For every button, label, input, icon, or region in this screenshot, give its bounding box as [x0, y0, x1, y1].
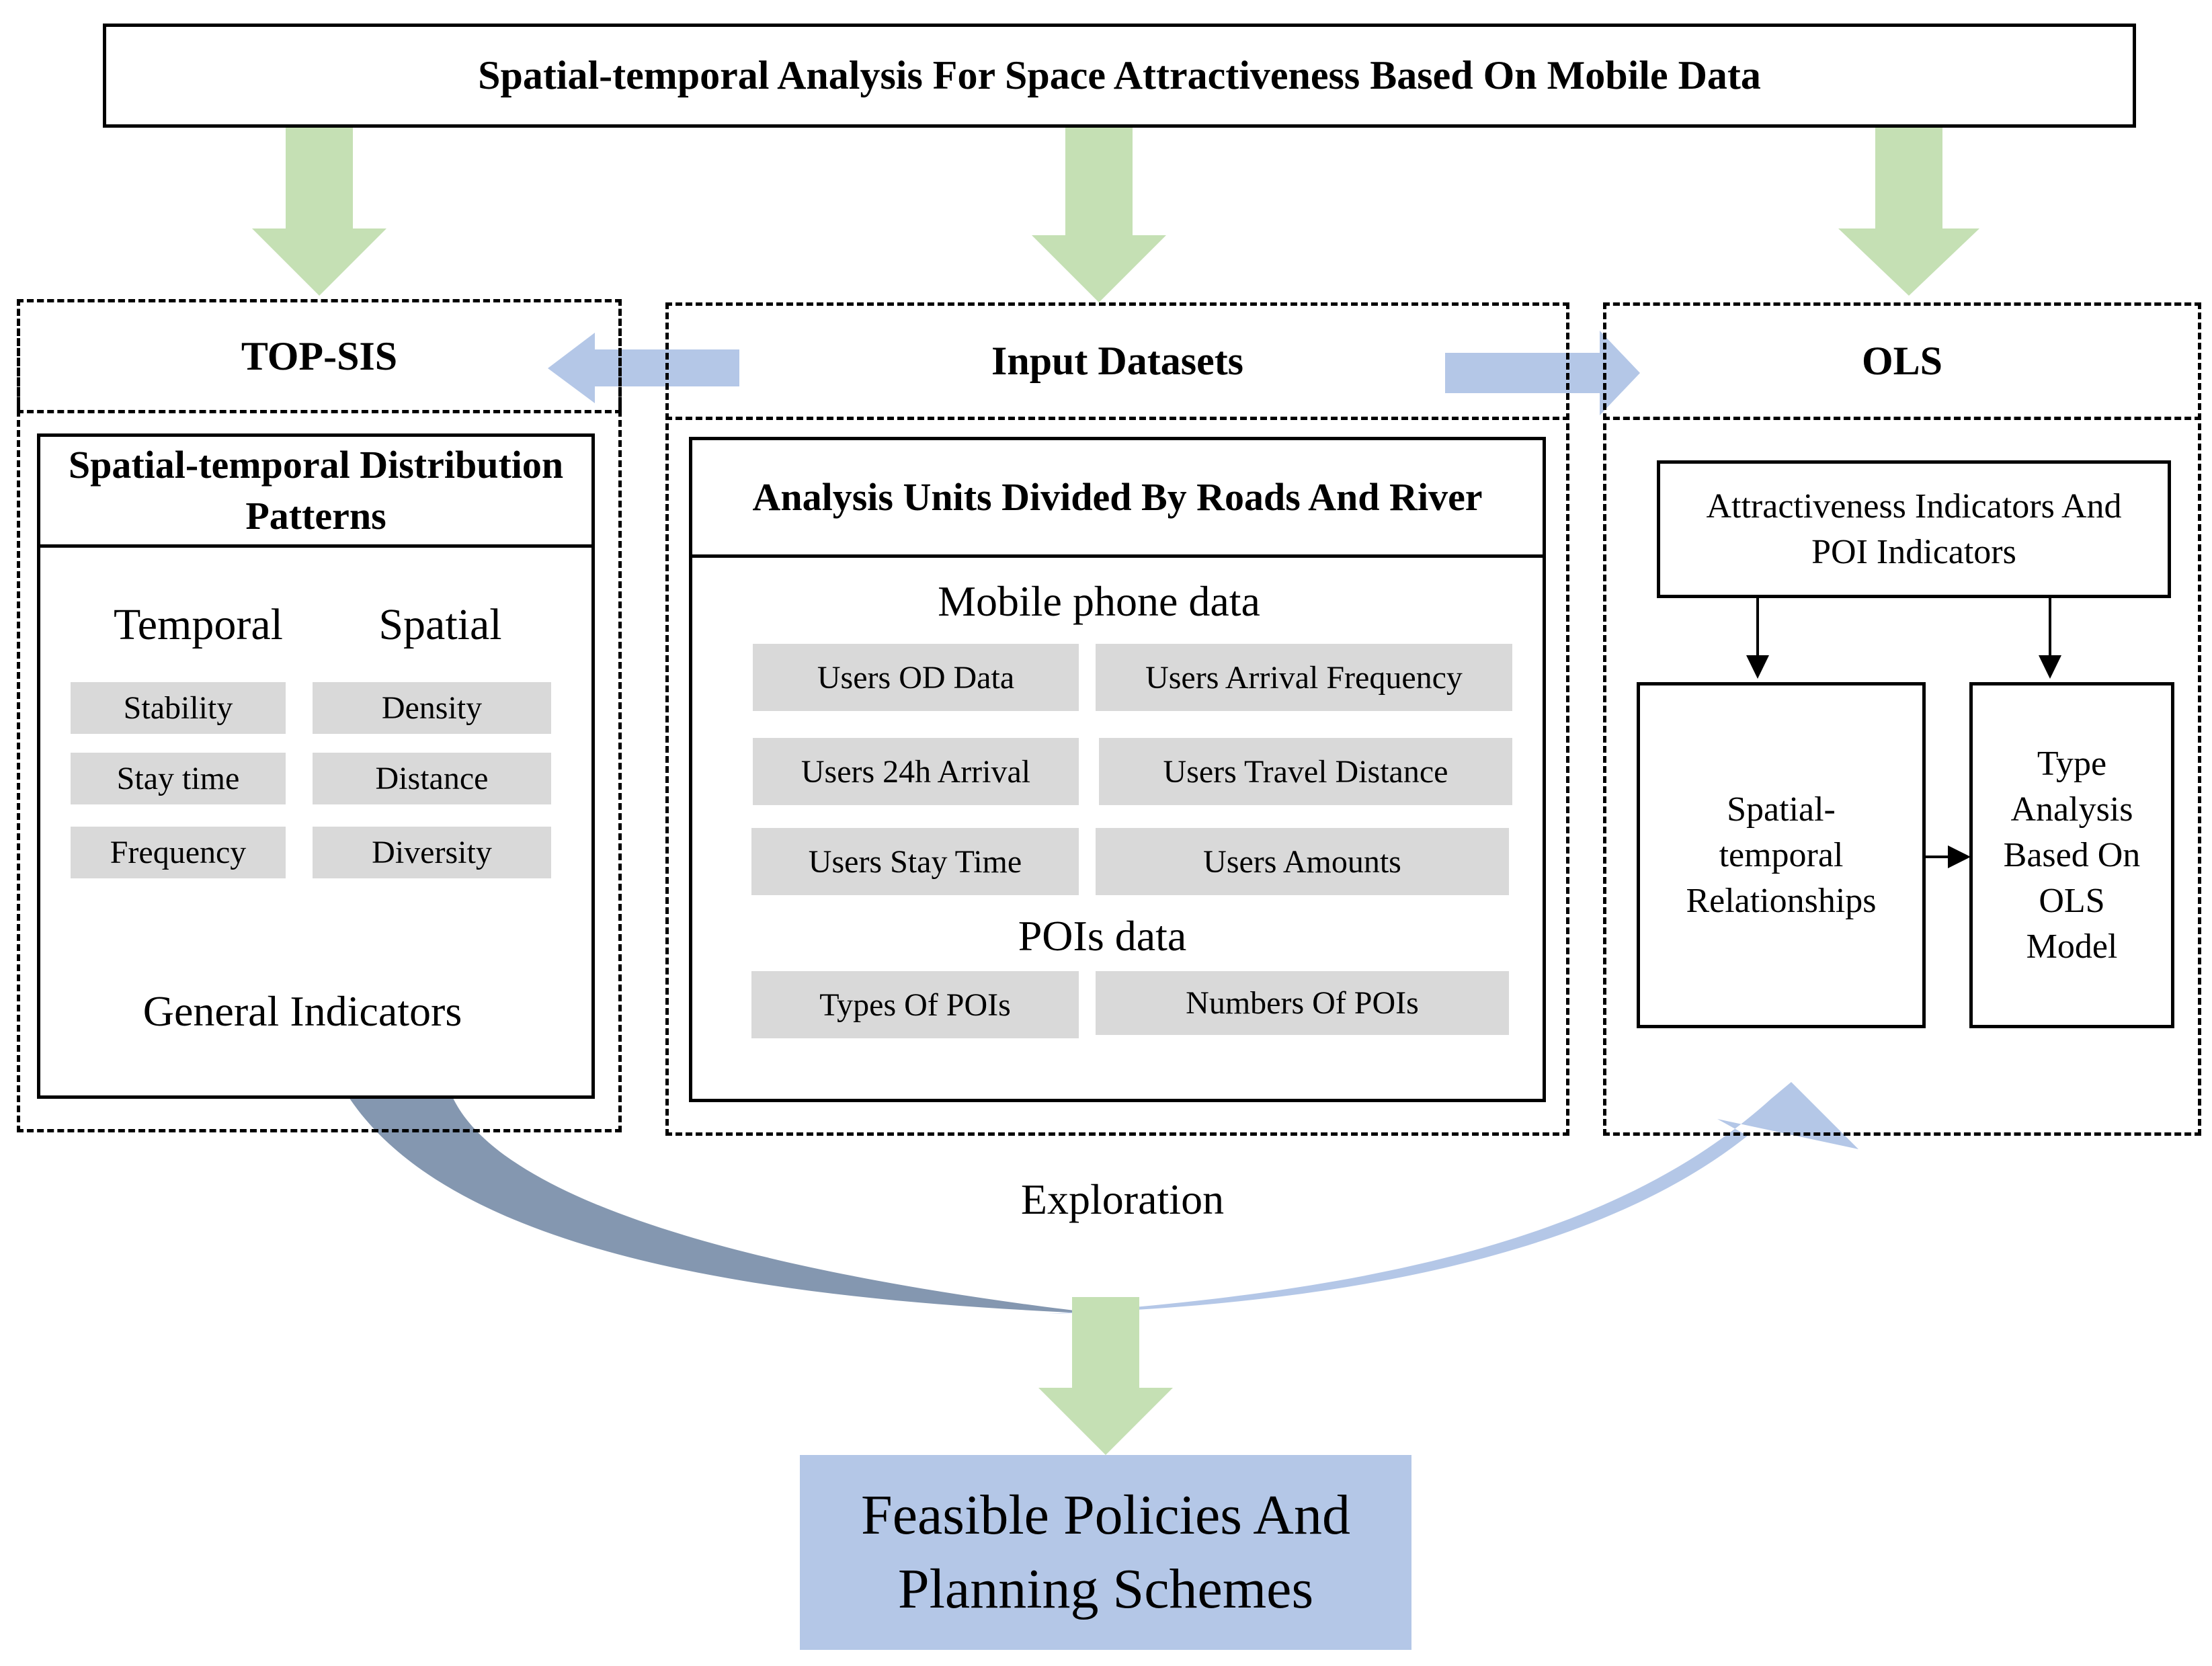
curved-arrow-to-ols	[1049, 1082, 1858, 1314]
relationships-text: Spatial-temporal Relationships	[1686, 790, 1877, 920]
mobile-data-item: Users Amounts	[1096, 828, 1509, 895]
result-box: Feasible Policies And Planning Schemes	[800, 1455, 1411, 1650]
down-arrow-result	[1038, 1297, 1173, 1455]
spatial-item: Density	[313, 682, 551, 734]
ols-header: OLS	[1603, 302, 2201, 420]
input-header: Input Datasets	[665, 302, 1569, 420]
right-arrow-to-ols	[1445, 331, 1640, 415]
temporal-item: Frequency	[71, 827, 286, 878]
ols-indicators-text: Attractiveness Indicators And POI Indica…	[1706, 487, 2122, 571]
temporal-item: Stability	[71, 682, 286, 734]
title-text: Spatial-temporal Analysis For Space Attr…	[478, 53, 1761, 97]
spatial-label: Spatial	[378, 600, 502, 649]
ols-indicators-box: Attractiveness Indicators And POI Indica…	[1657, 460, 2171, 598]
result-text: Feasible Policies And Planning Schemes	[861, 1484, 1350, 1620]
mobile-phone-data-label: Mobile phone data	[938, 577, 1260, 625]
mobile-data-item: Users 24h Arrival	[753, 738, 1079, 805]
input-box-title: Analysis Units Divided By Roads And Rive…	[692, 440, 1543, 558]
pois-data-label: POIs data	[1018, 911, 1187, 960]
type-analysis-box: Type Analysis Based On OLS Model	[1969, 682, 2174, 1028]
spatial-item: Diversity	[313, 827, 551, 878]
mobile-data-item: Users Arrival Frequency	[1096, 644, 1512, 711]
exploration-label: Exploration	[1020, 1175, 1225, 1223]
general-indicators-label: General Indicators	[142, 987, 462, 1035]
ols-header-text: OLS	[1861, 339, 1943, 383]
down-arrow-input	[1032, 128, 1166, 302]
left-arrow-to-topsis	[548, 333, 739, 403]
title-box: Spatial-temporal Analysis For Space Attr…	[103, 24, 2136, 128]
mobile-data-item: Users OD Data	[753, 644, 1079, 711]
topsis-header-text: TOP-SIS	[241, 333, 398, 378]
input-box-title-text: Analysis Units Divided By Roads And Rive…	[752, 475, 1483, 519]
type-analysis-text: Type Analysis Based On OLS Model	[2003, 744, 2141, 966]
input-header-text: Input Datasets	[991, 339, 1244, 383]
mobile-data-item: Users Travel Distance	[1099, 738, 1512, 805]
down-arrow-ols	[1838, 121, 1979, 296]
down-arrow-topsis	[252, 121, 386, 296]
temporal-label: Temporal	[114, 600, 283, 649]
poi-data-item: Types Of POIs	[751, 971, 1079, 1038]
mobile-data-item: Users Stay Time	[751, 828, 1079, 895]
topsis-header: TOP-SIS	[17, 299, 622, 413]
topsis-box-title-text: Spatial-temporal Distribution Patterns	[68, 443, 564, 538]
curved-arrow-from-topsis	[339, 1082, 1102, 1314]
topsis-box-title: Spatial-temporal Distribution Patterns	[40, 437, 591, 548]
spatial-item: Distance	[313, 753, 551, 804]
relationships-box: Spatial-temporal Relationships	[1637, 682, 1926, 1028]
poi-data-item: Numbers Of POIs	[1096, 971, 1509, 1035]
temporal-item: Stay time	[71, 753, 286, 804]
